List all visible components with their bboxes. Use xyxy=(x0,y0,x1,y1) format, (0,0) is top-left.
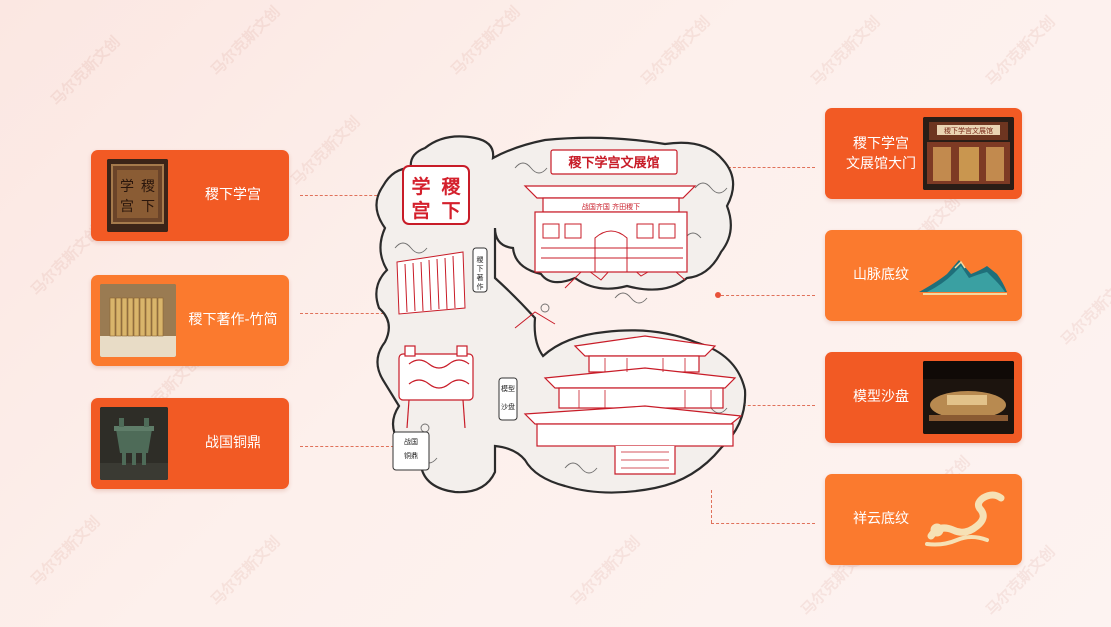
connector-line xyxy=(711,523,815,524)
bronze-ding-thumbnail xyxy=(100,407,168,480)
card-mountain-pattern[interactable]: 山脉底纹 xyxy=(825,230,1022,321)
card-label: 稷下著作-竹简 xyxy=(188,312,278,328)
connector-line xyxy=(300,446,394,447)
card-bronze-ding[interactable]: 战国铜鼎 xyxy=(91,398,289,489)
card-label: 稷下学宫 文展馆大门 xyxy=(831,134,931,174)
side-label-char: 作 xyxy=(477,282,484,291)
card-jixia-academy[interactable]: 学 稷 宫 下 稷下学宫 xyxy=(91,150,289,241)
plaque-char: 学 xyxy=(120,179,134,195)
watermark-text: 马尔克斯文创 xyxy=(207,2,284,80)
side-label-char: 沙盘 xyxy=(501,402,515,411)
watermark-text: 马尔克斯文创 xyxy=(567,532,644,610)
gate-thumbnail: 稷下学宫文展馆 xyxy=(923,117,1014,190)
watermark-text: 马尔克斯文创 xyxy=(447,2,524,80)
connector-line xyxy=(300,195,392,196)
side-label-char: 模型 xyxy=(501,384,515,393)
connector-dot xyxy=(715,292,721,298)
card-label: 模型沙盘 xyxy=(853,389,909,405)
bamboo-slips-thumbnail xyxy=(100,284,176,357)
side-label-char: 下 xyxy=(477,265,484,273)
plaque-char: 下 xyxy=(141,199,155,215)
card-label: 山脉底纹 xyxy=(853,267,909,283)
museum-sign-text: 稷下学宫文展馆 xyxy=(568,155,659,171)
connector-line xyxy=(723,405,815,406)
watermark-text: 马尔克斯文创 xyxy=(207,532,284,610)
gate-thumb-sign: 稷下学宫文展馆 xyxy=(944,126,993,135)
connector-line xyxy=(723,167,815,168)
card-sand-table[interactable]: 模型沙盘 xyxy=(825,352,1022,443)
card-label-line2: 文展馆大门 xyxy=(846,156,916,172)
watermark-text: 马尔克斯文创 xyxy=(287,112,364,190)
auspicious-cloud-icon xyxy=(921,486,1011,554)
tile-char: 宫 xyxy=(411,199,430,222)
side-label-char: 战国 xyxy=(404,437,418,446)
watermark-text: 马尔克斯文创 xyxy=(1057,272,1111,350)
gate-banner-text: 战国齐国 齐田稷下 xyxy=(582,202,640,211)
card-label: 祥云底纹 xyxy=(853,511,909,527)
side-label-char: 稷 xyxy=(477,255,484,264)
side-label-char: 铜鼎 xyxy=(404,451,418,460)
plaque-char: 宫 xyxy=(120,199,134,215)
side-label-char: 著 xyxy=(477,273,484,282)
watermark-text: 马尔克斯文创 xyxy=(982,12,1059,90)
watermark-text: 马尔克斯文创 xyxy=(807,12,884,90)
card-cloud-pattern[interactable]: 祥云底纹 xyxy=(825,474,1022,565)
connector-line xyxy=(721,295,815,296)
card-label-line1: 稷下学宫 xyxy=(853,136,909,152)
sand-table-thumbnail xyxy=(923,361,1014,434)
plaque-char: 稷 xyxy=(141,179,155,195)
tile-char: 稷 xyxy=(441,175,461,198)
mountain-pattern-icon xyxy=(917,252,1009,298)
character-illustration: 学 稷 宫 下 稷下学宫文展馆 战国齐国 齐田稷下 稷 下 著 xyxy=(365,128,750,500)
connector-line xyxy=(711,490,712,523)
card-bamboo-slips[interactable]: 稷下著作-竹简 xyxy=(91,275,289,366)
tile-char: 学 xyxy=(411,175,430,198)
plaque-thumbnail: 学 稷 宫 下 xyxy=(107,159,168,232)
card-label: 稷下学宫 xyxy=(205,187,261,203)
card-label: 战国铜鼎 xyxy=(205,435,261,451)
watermark-text: 马尔克斯文创 xyxy=(47,32,124,110)
connector-line xyxy=(300,313,394,314)
watermark-text: 马尔克斯文创 xyxy=(637,12,714,90)
watermark-text: 马尔克斯文创 xyxy=(27,512,104,590)
tile-char: 下 xyxy=(441,200,460,222)
card-museum-gate[interactable]: 稷下学宫 文展馆大门 稷下学宫文展馆 xyxy=(825,108,1022,199)
